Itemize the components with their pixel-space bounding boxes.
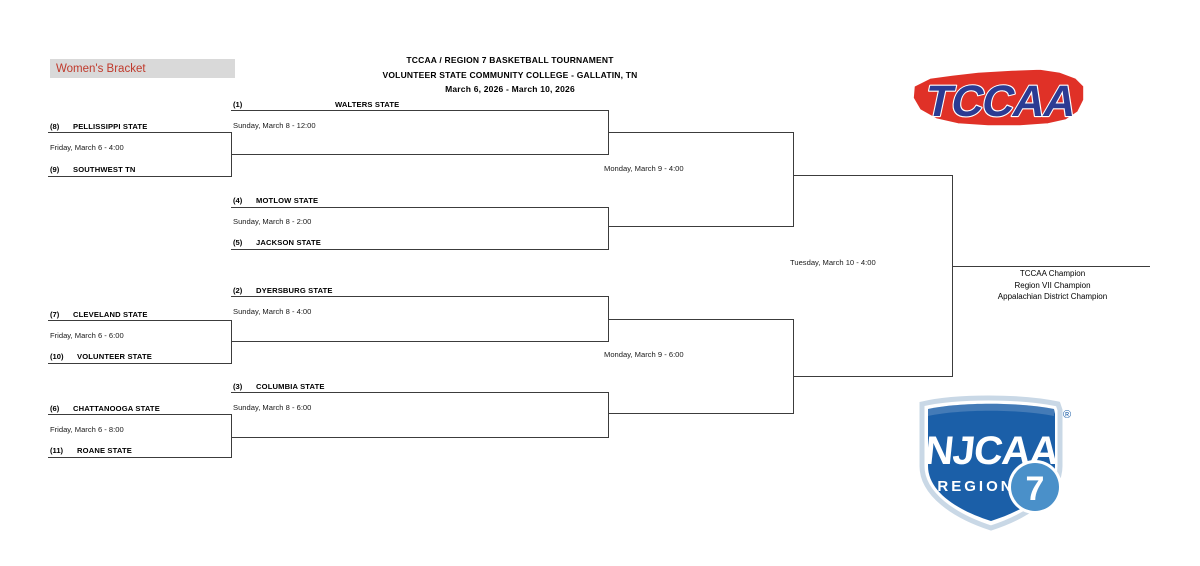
sf2-connector — [793, 319, 794, 414]
svg-text:TCCAA: TCCAA — [921, 77, 1080, 125]
tournament-venue: VOLUNTEER STATE COMMUNITY COLLEGE - GALL… — [382, 70, 638, 80]
champion-line — [952, 266, 1150, 267]
sf1-bottom-line — [608, 226, 793, 227]
champion-line-1: TCCAA Champion — [1019, 269, 1086, 278]
qf2-top-seed: (4) — [233, 196, 243, 205]
r1-g1-bottom-line — [48, 176, 231, 177]
champion-line-2: Region VII Champion — [1014, 280, 1091, 290]
qf1-team: WALTERS STATE — [335, 100, 400, 109]
r1-g2-top-team: CLEVELAND STATE — [73, 310, 148, 319]
qf4-top-line — [231, 392, 608, 393]
r1-g1-bottom-team: SOUTHWEST TN — [73, 165, 136, 174]
r1-g2-connector — [231, 320, 232, 364]
final-connector — [952, 175, 953, 377]
r1-g2-bottom-team: VOLUNTEER STATE — [77, 352, 152, 361]
sf1-time: Monday, March 9 - 4:00 — [604, 164, 684, 173]
r1-g2-top-line — [48, 320, 231, 321]
r1-g3-time: Friday, March 6 - 8:00 — [50, 425, 124, 434]
svg-text:REGION: REGION — [937, 478, 1014, 495]
sf2-top-line — [608, 319, 793, 320]
r1-g3-connector — [231, 414, 232, 458]
r1-g3-top-line — [48, 414, 231, 415]
qf1-top-line — [231, 110, 608, 111]
njcaa-logo: NJCAA REGION 7 ® — [908, 388, 1084, 536]
final-time: Tuesday, March 10 - 4:00 — [790, 258, 876, 267]
svg-text:®: ® — [1063, 409, 1071, 421]
r1-g3-top-seed: (6) — [50, 404, 60, 413]
qf3-seed: (2) — [233, 286, 243, 295]
champion-line-3: Appalachian District Champion — [997, 292, 1108, 301]
qf2-bottom-team: JACKSON STATE — [256, 238, 321, 247]
r1-g1-top-team: PELLISSIPPI STATE — [73, 122, 148, 131]
qf2-time: Sunday, March 8 - 2:00 — [233, 217, 312, 226]
r1-g3-top-team: CHATTANOOGA STATE — [73, 404, 160, 413]
qf4-seed: (3) — [233, 382, 243, 391]
bracket-label: Women's Bracket — [56, 63, 146, 75]
r1-g1-time: Friday, March 6 - 4:00 — [50, 143, 124, 152]
qf3-time: Sunday, March 8 - 4:00 — [233, 307, 312, 316]
qf4-bottom-line — [231, 437, 608, 438]
r1-g1-bottom-seed: (9) — [50, 165, 60, 174]
champion-labels: TCCAA Champion Region VII Champion Appal… — [955, 268, 1150, 303]
qf1-seed: (1) — [233, 100, 243, 109]
qf3-bottom-line — [231, 341, 608, 342]
sf2-bottom-line — [608, 413, 793, 414]
qf2-top-line — [231, 207, 608, 208]
tournament-title: TCCAA / REGION 7 BASKETBALL TOURNAMENT — [406, 55, 614, 65]
qf2-bottom-seed: (5) — [233, 238, 243, 247]
tccaa-logo: TCCAA — [908, 56, 1090, 138]
r1-g3-bottom-seed: (11) — [50, 446, 64, 455]
sf2-time: Monday, March 9 - 6:00 — [604, 350, 684, 359]
r1-g1-top-seed: (8) — [50, 122, 60, 131]
r1-g3-bottom-line — [48, 457, 231, 458]
sf1-connector — [793, 132, 794, 227]
tournament-dates: March 6, 2026 - March 10, 2026 — [445, 84, 575, 94]
qf4-connector — [608, 392, 609, 438]
r1-g2-time: Friday, March 6 - 6:00 — [50, 331, 124, 340]
qf3-top-line — [231, 296, 608, 297]
qf1-bottom-line — [231, 154, 608, 155]
r1-g2-bottom-seed: (10) — [50, 352, 64, 361]
sf1-top-line — [608, 132, 793, 133]
r1-g1-top-line — [48, 132, 231, 133]
qf2-connector — [608, 207, 609, 250]
svg-text:7: 7 — [1026, 470, 1045, 508]
r1-g3-bottom-team: ROANE STATE — [77, 446, 132, 455]
r1-g2-top-seed: (7) — [50, 310, 60, 319]
qf2-top-team: MOTLOW STATE — [256, 196, 319, 205]
final-bottom-line — [793, 376, 952, 377]
bracket-label-band — [50, 59, 235, 78]
r1-g2-bottom-line — [48, 363, 231, 364]
final-top-line — [793, 175, 952, 176]
qf4-team: COLUMBIA STATE — [256, 382, 325, 391]
qf3-team: DYERSBURG STATE — [256, 286, 333, 295]
qf2-bottom-line — [231, 249, 608, 250]
qf4-time: Sunday, March 8 - 6:00 — [233, 403, 312, 412]
qf1-time: Sunday, March 8 - 12:00 — [233, 121, 316, 130]
